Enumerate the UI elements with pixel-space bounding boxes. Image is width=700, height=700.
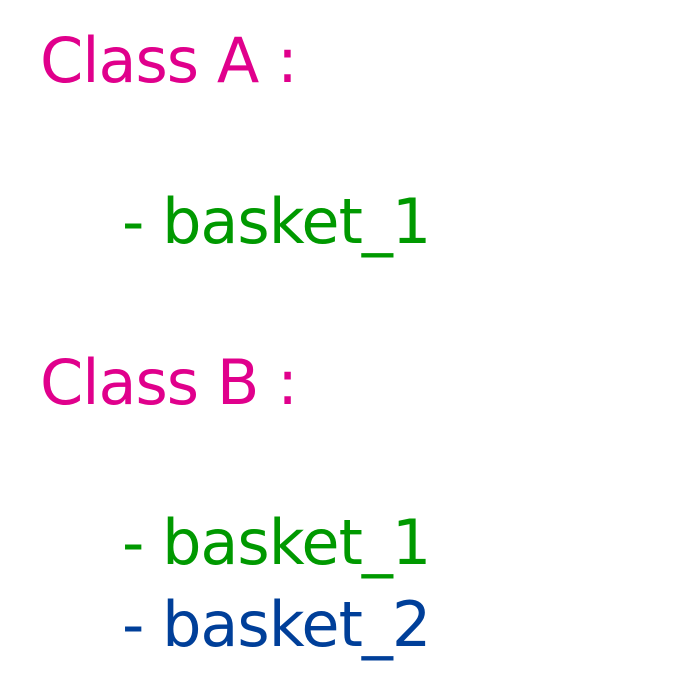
class-b-item-basket-1: - basket_1	[122, 506, 431, 579]
class-b-item-basket-2: - basket_2	[122, 588, 431, 661]
class-a-heading: Class A :	[40, 24, 298, 97]
class-b-heading: Class B :	[40, 346, 298, 419]
class-a-item-basket-1: - basket_1	[122, 185, 431, 258]
